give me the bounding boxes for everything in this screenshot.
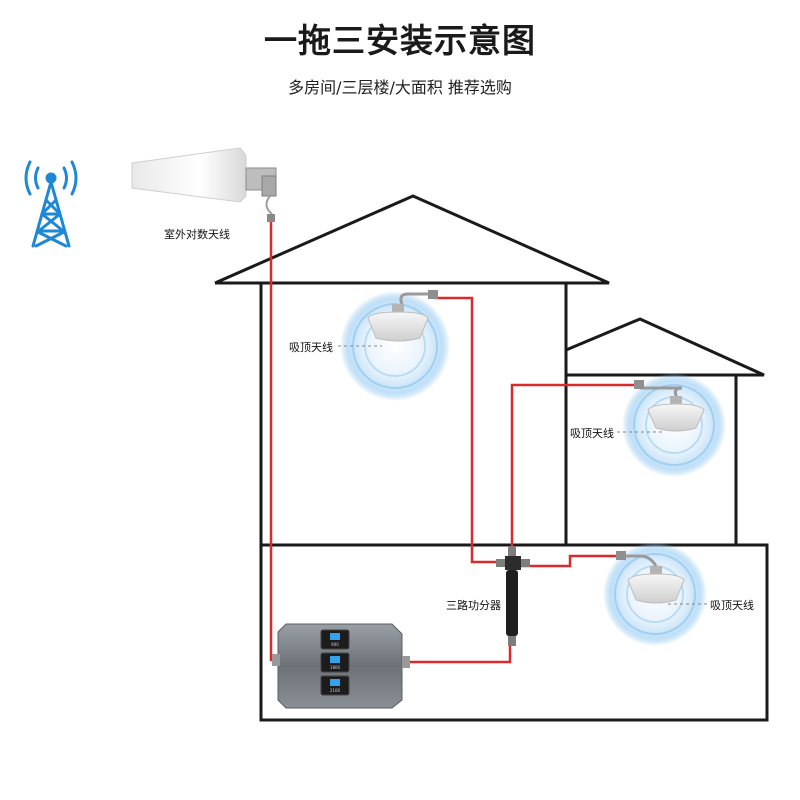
repeater-device: 900 1800 2100 (272, 623, 410, 709)
splitter-label: 三路功分器 (446, 599, 501, 612)
ceiling-antenna-label: 吸顶天线 (710, 599, 754, 612)
ceiling-antenna-label: 吸顶天线 (570, 427, 614, 440)
leader-lines (338, 345, 708, 605)
ceiling-antenna-icon (616, 551, 685, 604)
cell-tower-icon (24, 160, 78, 248)
ceiling-antenna-label: 吸顶天线 (289, 341, 333, 354)
ceiling-antenna-icon (634, 380, 705, 432)
page-title: 一拖三安装示意图 (264, 21, 536, 60)
ceiling-antenna-icon (367, 290, 438, 342)
splitter-icon (496, 546, 530, 646)
coax-cable (269, 222, 637, 664)
repeater-screen-label: 900 (331, 642, 339, 647)
outdoor-antenna-icon (131, 147, 277, 222)
outdoor-antenna-label: 室外对数天线 (164, 228, 230, 241)
page-subtitle: 多房间/三层楼/大面积 推荐选购 (288, 78, 512, 97)
repeater-screen-label: 1800 (330, 665, 341, 670)
repeater-screen-label: 2100 (330, 688, 341, 693)
